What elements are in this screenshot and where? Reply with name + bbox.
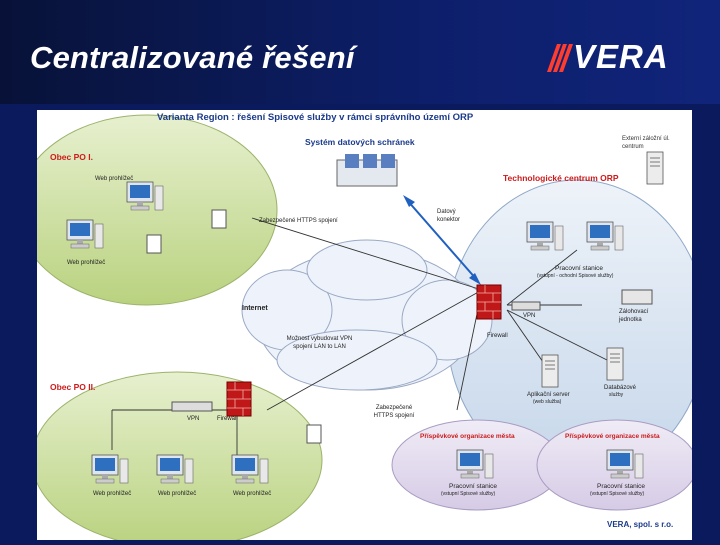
app-server-sub-label: (web služba): [533, 399, 562, 405]
obec1-label: Obec PO I.: [50, 152, 93, 162]
computer-icon: [126, 181, 164, 211]
https-label: Zabezpečené HTTPS spojení: [259, 218, 338, 224]
db-server-icon: [606, 347, 624, 381]
web-browser-label: Web prohlížeč: [93, 491, 132, 497]
logo-stripes-icon: [547, 44, 573, 72]
org-ws2-label: Pracovní stanice: [597, 483, 646, 490]
computer-icon: [231, 454, 269, 484]
web-browser-label: Web prohlížeč: [95, 176, 134, 182]
obec2-label: Obec PO II.: [50, 382, 96, 392]
firewall-label: Firewall: [487, 333, 508, 339]
network-diagram: [16, 114, 708, 545]
computer-icon: [91, 454, 129, 484]
backup-unit-icon: [621, 289, 653, 305]
computer-icon: [586, 221, 624, 251]
internet-label: Internet: [242, 305, 268, 312]
workstation-sub-label: (vstupní - ochodní Spisové služby): [537, 273, 614, 279]
footer-label: VERA, spol. s r.o.: [607, 520, 674, 529]
https-label: Zabezpečené HTTPS spojení: [373, 405, 415, 419]
computer-icon: [606, 449, 644, 479]
document-icon: [146, 209, 227, 254]
web-browser-label: Web prohlížeč: [233, 491, 272, 497]
diagram-heading: Varianta Region : řešení Spisové služby …: [157, 112, 474, 123]
external-storage-label: Externí záložní úl. centrum: [622, 136, 670, 150]
external-storage-server: [646, 151, 664, 185]
web-browser-label: Web prohlížeč: [158, 491, 197, 497]
db-server-label: Databázové: [604, 385, 637, 391]
tech-center-label: Technologické centrum ORP: [503, 173, 619, 183]
diagram-panel: Varianta Region : řešení Spisové služby …: [16, 110, 708, 545]
computer-icon: [456, 449, 494, 479]
workstation-label: Pracovní stanice: [555, 265, 604, 272]
slide-right-border: [692, 110, 720, 540]
app-server-label: Aplikační server: [527, 392, 570, 398]
logo-text: VERA: [573, 38, 669, 75]
vpn-note-label: Možnost vybudovat VPN spojení LAN to LAN: [286, 336, 353, 350]
firewall-icon: [226, 381, 252, 417]
app-server-icon: [541, 354, 559, 388]
router-icon: [171, 401, 213, 412]
data-boxes-servers: [336, 154, 398, 187]
vpn-label: VPN: [187, 416, 200, 422]
org1-label: Příspěvkové organizace města: [420, 433, 515, 440]
computer-icon: [526, 221, 564, 251]
internet-cloud: [241, 239, 493, 391]
slide-title: Centralizované řešení: [30, 40, 355, 75]
vera-logo: VERA: [543, 38, 683, 78]
org2-label: Příspěvkové organizace města: [565, 433, 660, 440]
vpn-label: VPN: [523, 313, 536, 319]
org-ws2-sub-label: (vstupní Spisové služby): [590, 491, 645, 497]
data-connector-label: Datový konektor: [437, 209, 461, 223]
computer-icon: [66, 219, 104, 249]
org-ws1-label: Pracovní stanice: [449, 483, 498, 490]
web-browser-label: Web prohlížeč: [67, 260, 106, 266]
data-connector-arrow: [406, 199, 478, 281]
db-server-sub-label: služby: [609, 392, 624, 398]
slide-header: Centralizované řešení VERA: [0, 0, 720, 104]
data-boxes-label: Systém datových schránek: [305, 137, 415, 147]
document-icon: [306, 424, 322, 444]
computer-icon: [156, 454, 194, 484]
backup-label: Zálohovací jednotka: [619, 309, 649, 323]
router-icon: [511, 301, 541, 311]
org-ws1-sub-label: (vstupní Spisové služby): [441, 491, 496, 497]
firewall-icon: [476, 284, 502, 320]
firewall-label: Firewall: [217, 416, 238, 422]
